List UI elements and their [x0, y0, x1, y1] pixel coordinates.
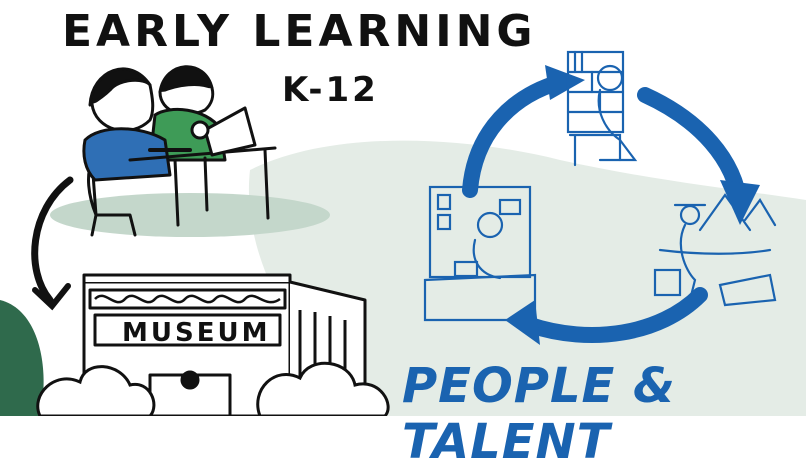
cycle-arc-bottom [522, 287, 708, 343]
kid-back-hair [158, 65, 214, 94]
curved-arrow [31, 176, 74, 311]
dark-green-blob [0, 300, 44, 416]
desk-legs [173, 148, 270, 227]
dna-band [88, 288, 287, 310]
kids-at-desk [82, 65, 277, 237]
illustration [0, 50, 806, 418]
cycle-arrowheads [505, 65, 760, 345]
background-sage-blob [248, 140, 806, 417]
kid-front-shirt [82, 127, 172, 182]
kid-hand [190, 120, 210, 140]
library-vignette [566, 50, 638, 167]
people-talent-caption: PEOPLE & TALENT [402, 358, 676, 470]
museum-building [82, 273, 367, 418]
outdoor-vignette [653, 193, 777, 307]
desk-top [128, 146, 277, 162]
kid-front-face [90, 83, 155, 132]
cycle-arc-top [462, 74, 568, 198]
k-12-label: K-12 [282, 70, 379, 110]
laptop [203, 106, 257, 157]
office-vignette [423, 185, 537, 322]
bushes [36, 361, 390, 418]
illustration-canvas: EARLY LEARNING K-12 MUSEUM PEOPLE & TALE… [0, 6, 806, 470]
kid-back-face [158, 86, 215, 116]
early-learning-heading: EARLY LEARNING [62, 6, 537, 57]
museum-sign-text: MUSEUM [122, 318, 271, 348]
kid-front-hair [88, 67, 152, 107]
desk-shadow [50, 193, 330, 237]
